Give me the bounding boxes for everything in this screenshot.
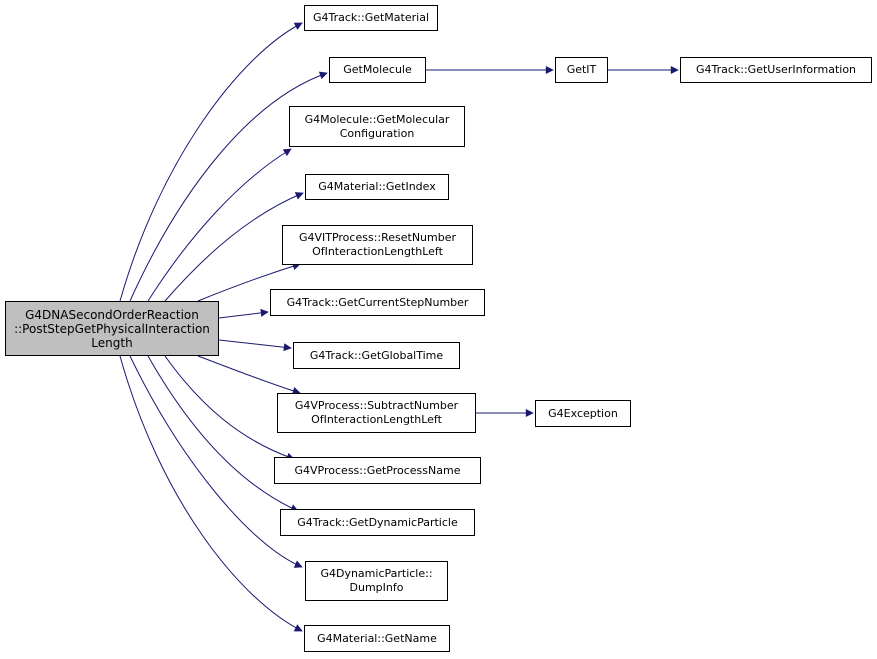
node-label: G4Track::GetDynamicParticle bbox=[297, 516, 457, 530]
node-label-line: GetIT bbox=[566, 63, 597, 76]
node-g4dynamicparticle-dumpinfo[interactable]: G4DynamicParticle::DumpInfo bbox=[305, 561, 448, 601]
edge-root-to-reset-number bbox=[197, 262, 301, 302]
node-label: G4Material::GetName bbox=[317, 632, 437, 646]
node-label: G4Track::GetMaterial bbox=[313, 11, 429, 25]
node-label: G4Track::GetUserInformation bbox=[696, 63, 856, 77]
node-label-line: Configuration bbox=[339, 126, 415, 140]
edge-root-to-get-global-time bbox=[218, 339, 292, 352]
node-label: G4DNASecondOrderReaction::PostStepGetPhy… bbox=[14, 308, 210, 350]
node-label: G4Exception bbox=[548, 407, 618, 421]
node-g4vprocess-getprocessname[interactable]: G4VProcess::GetProcessName bbox=[274, 457, 481, 484]
node-label: GetMolecule bbox=[343, 63, 412, 77]
node-label-line: G4DNASecondOrderReaction bbox=[25, 307, 199, 322]
node-label-line: ::PostStepGetPhysicalInteraction bbox=[14, 321, 210, 336]
node-label-line: G4DynamicParticle:: bbox=[320, 567, 433, 580]
node-label-line: DumpInfo bbox=[349, 581, 404, 594]
node-label: G4Track::GetGlobalTime bbox=[310, 349, 443, 363]
node-g4dnasecondorderreaction-poststepgetphysicalinteractionlength[interactable]: G4DNASecondOrderReaction::PostStepGetPhy… bbox=[5, 301, 219, 356]
node-label: G4DynamicParticle::DumpInfo bbox=[320, 567, 432, 595]
node-label-line: G4VITProcess::ResetNumber bbox=[298, 231, 457, 244]
node-g4material-getindex[interactable]: G4Material::GetIndex bbox=[305, 174, 449, 200]
edge-root-to-get-current-step-number bbox=[218, 308, 269, 319]
node-g4track-getuserinformation[interactable]: G4Track::GetUserInformation bbox=[680, 57, 872, 83]
node-label: G4Track::GetCurrentStepNumber bbox=[287, 296, 469, 310]
node-g4track-getdynamicparticle[interactable]: G4Track::GetDynamicParticle bbox=[280, 509, 475, 536]
node-label-line: G4Track::GetUserInformation bbox=[695, 63, 857, 76]
node-getmolecule[interactable]: GetMolecule bbox=[329, 57, 426, 83]
edge-root-to-get-index bbox=[164, 192, 304, 302]
node-label-line: GetMolecule bbox=[343, 63, 412, 76]
node-label-line: OfInteractionLengthLeft bbox=[311, 413, 442, 426]
edge-root-to-get-molecule bbox=[129, 71, 328, 302]
node-g4material-getname[interactable]: G4Material::GetName bbox=[304, 625, 450, 652]
node-label-line: G4Exception bbox=[548, 406, 618, 420]
edge-root-to-dump-info bbox=[129, 355, 303, 568]
node-label: GetIT bbox=[567, 63, 597, 77]
edge-root-to-get-name bbox=[119, 355, 303, 632]
node-label-line: G4Material::GetIndex bbox=[318, 180, 436, 193]
node-g4track-getcurrentstepnumber[interactable]: G4Track::GetCurrentStepNumber bbox=[270, 289, 485, 316]
node-label-line: G4Track::GetDynamicParticle bbox=[297, 515, 458, 529]
node-label-line: G4Material::GetName bbox=[317, 631, 437, 645]
edge-root-to-get-process-name bbox=[164, 355, 295, 461]
edge-root-to-subtract-number bbox=[197, 355, 301, 395]
edge-root-to-get-material bbox=[119, 22, 303, 302]
edge-root-to-get-molecular-configuration bbox=[147, 148, 292, 302]
node-g4track-getmaterial[interactable]: G4Track::GetMaterial bbox=[304, 5, 438, 31]
node-label-line: G4VProcess::SubtractNumber bbox=[294, 399, 459, 412]
node-label-line: G4Track::GetCurrentStepNumber bbox=[286, 295, 469, 309]
node-label: G4VProcess::GetProcessName bbox=[295, 464, 461, 478]
node-label: G4Material::GetIndex bbox=[318, 180, 436, 194]
node-label-line: G4Track::GetMaterial bbox=[312, 11, 429, 24]
edge-root-to-get-dynamic-particle bbox=[147, 355, 299, 512]
node-label-line: Length bbox=[91, 335, 133, 350]
node-label-line: G4Molecule::GetMolecular bbox=[304, 112, 450, 126]
node-g4exception[interactable]: G4Exception bbox=[535, 400, 631, 427]
node-label-line: G4VProcess::GetProcessName bbox=[294, 463, 461, 477]
node-label-line: OfInteractionLengthLeft bbox=[312, 245, 443, 258]
node-getit[interactable]: GetIT bbox=[555, 57, 608, 83]
node-g4track-getglobaltime[interactable]: G4Track::GetGlobalTime bbox=[293, 342, 460, 369]
node-label-line: G4Track::GetGlobalTime bbox=[309, 348, 444, 362]
